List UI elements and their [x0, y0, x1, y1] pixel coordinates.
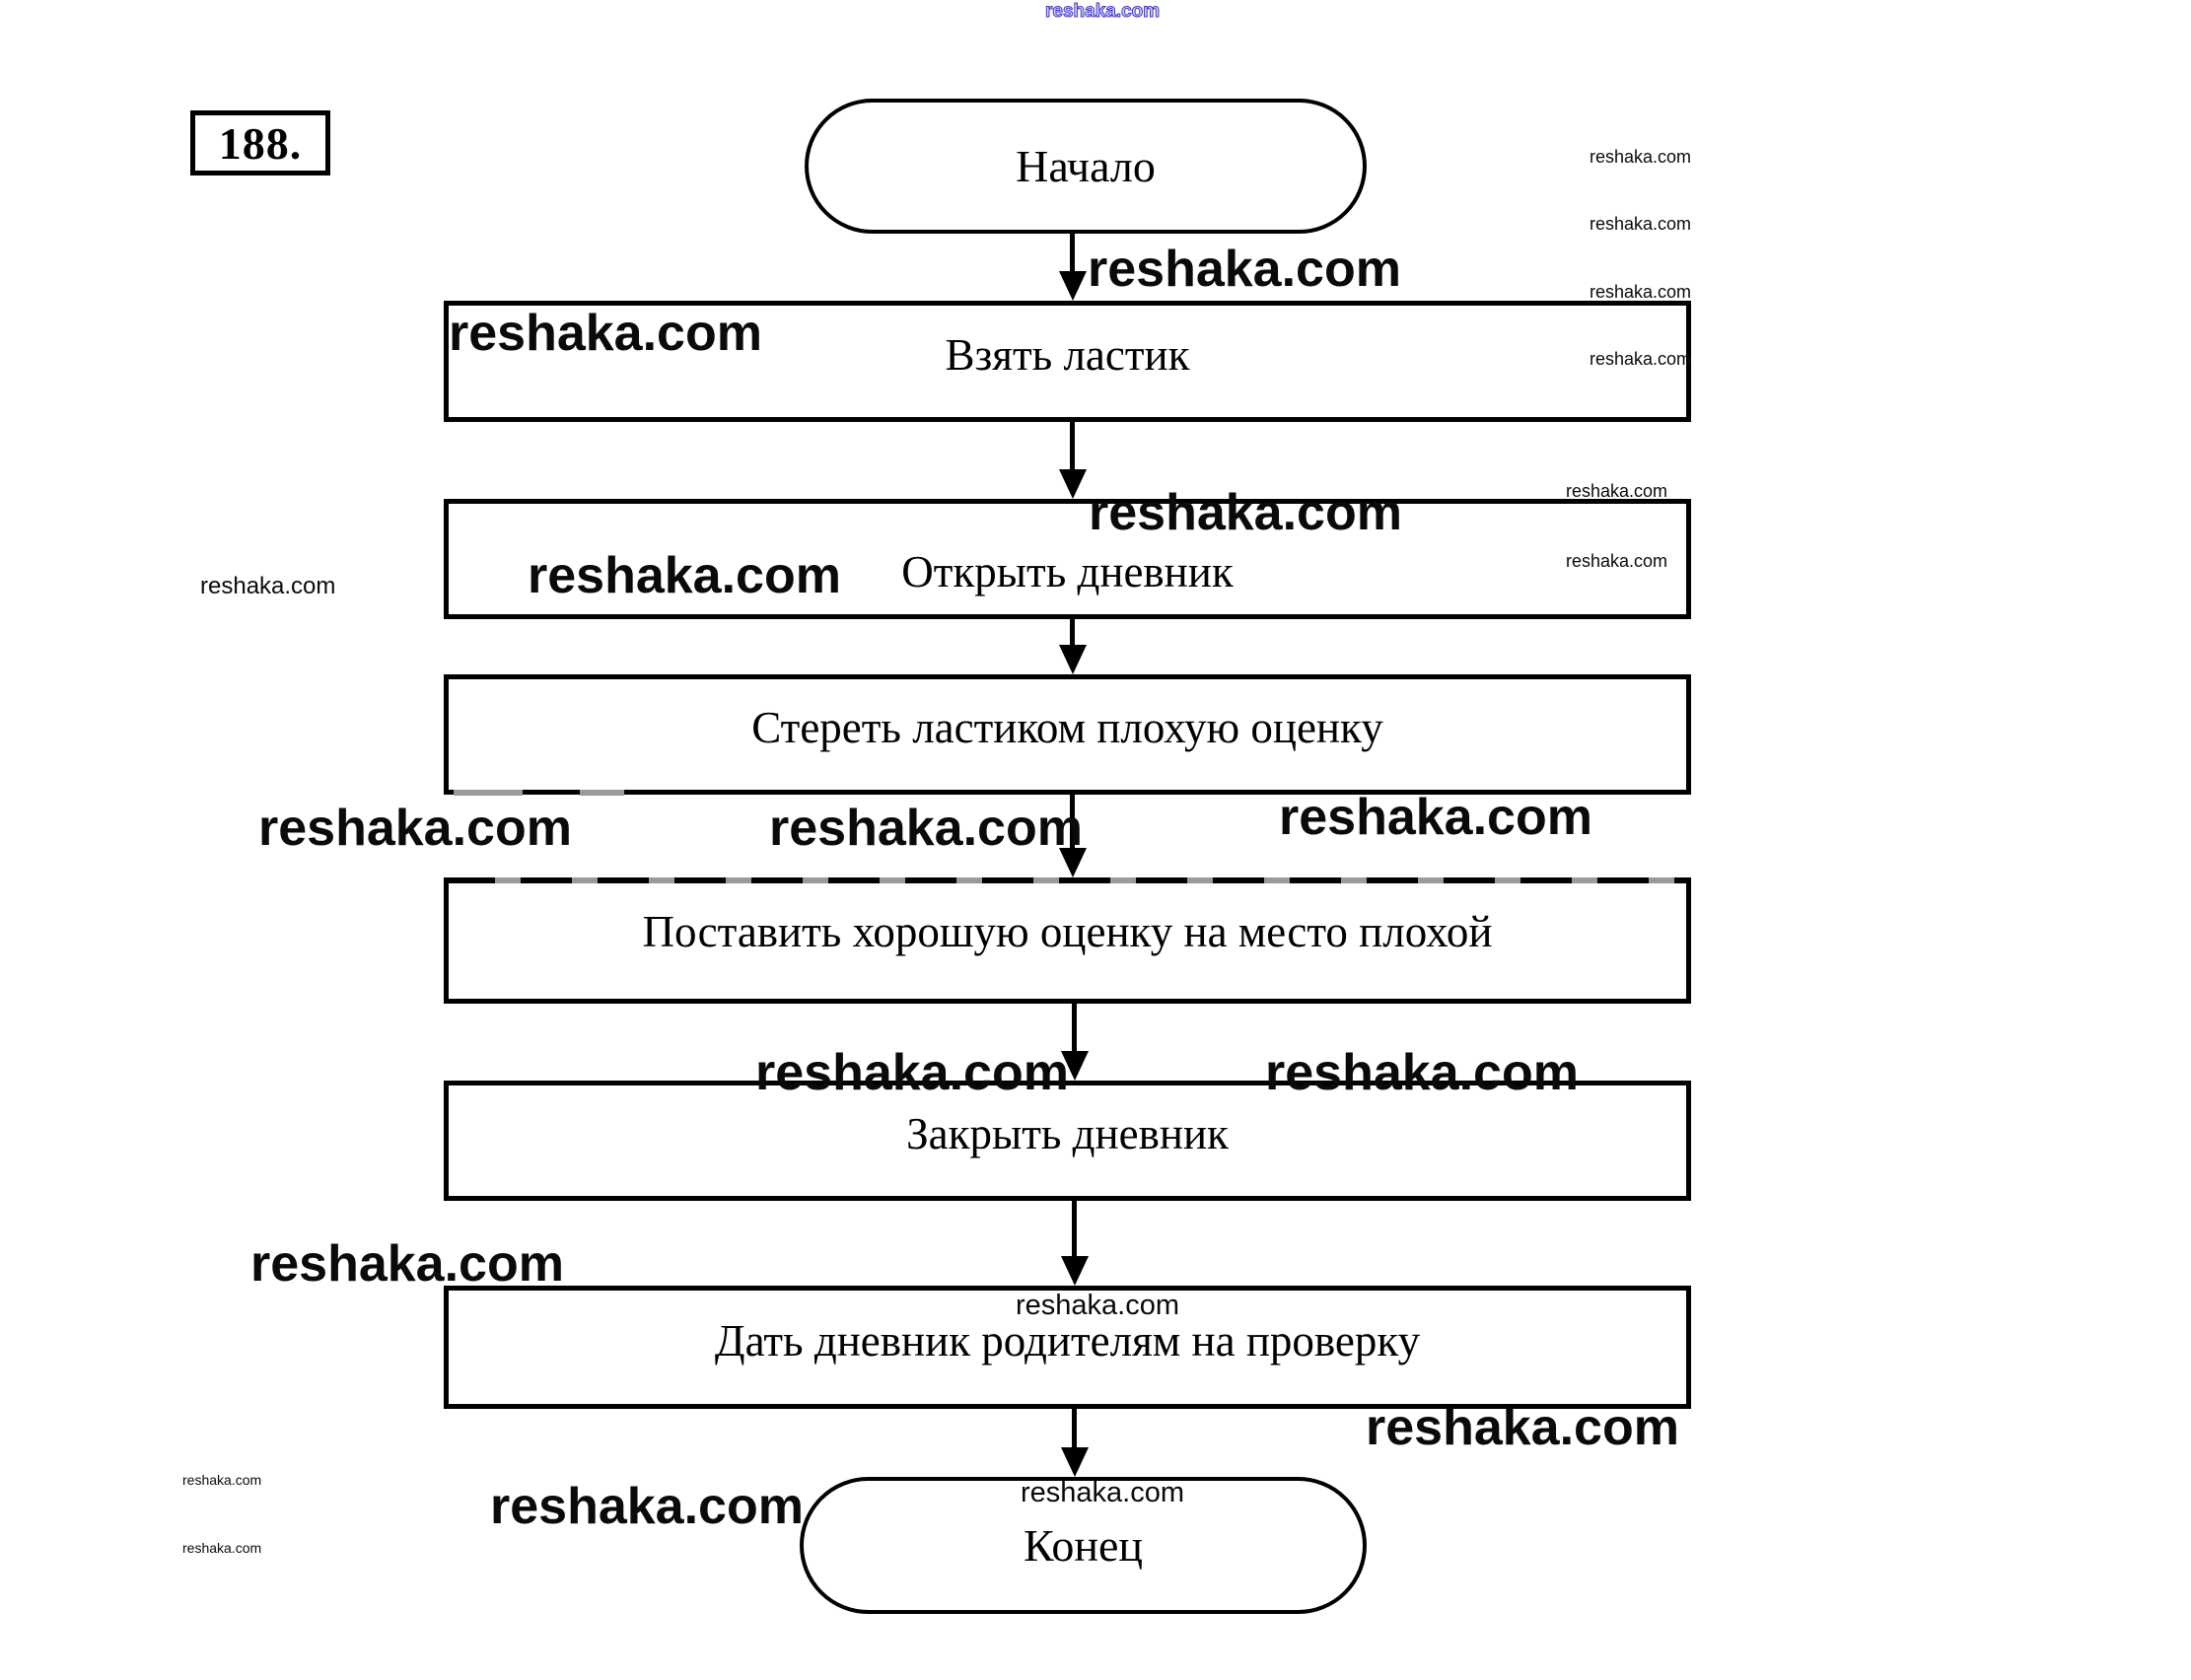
- watermark-text: reshaka.com: [200, 573, 336, 599]
- process-label-1: Взять ластик: [945, 329, 1190, 380]
- watermark-text: reshaka.com: [1088, 241, 1401, 298]
- process-label-2: Открыть дневник: [901, 547, 1234, 596]
- flow-arrow-1: [1059, 234, 1087, 301]
- watermark-text: reshaka.com: [182, 1540, 262, 1556]
- watermark-text: reshaka.com: [755, 1044, 1069, 1101]
- watermark-text: reshaka.com: [1566, 551, 1668, 571]
- watermark-text: reshaka.com: [258, 800, 572, 857]
- watermark-text: reshaka.com: [1590, 214, 1692, 234]
- watermark-text: reshaka.com: [182, 1472, 262, 1488]
- watermark-text: reshaka.com: [1566, 481, 1668, 501]
- process-label-6: Дать дневник родителям на проверку: [714, 1315, 1421, 1365]
- process-box-4: Поставить хорошую оценку на место плохой: [444, 877, 1691, 1004]
- watermark-text: reshaka.com: [528, 547, 841, 604]
- watermark-text: reshaka.com: [1590, 282, 1692, 302]
- watermark-text: reshaka.com: [1021, 1477, 1185, 1508]
- process-box-1: Взять ластик: [444, 301, 1691, 422]
- flow-arrow-6: [1061, 1201, 1089, 1286]
- watermark-text: reshaka.com: [1089, 484, 1402, 541]
- flow-arrow-2: [1059, 422, 1087, 499]
- process-box-5: Закрыть дневник: [444, 1081, 1691, 1201]
- watermark-text: reshaka.com: [1265, 1044, 1579, 1101]
- end-terminator: Конец: [800, 1477, 1367, 1614]
- flow-arrow-3: [1059, 619, 1087, 674]
- process-box-3: Стереть ластиком плохую оценку: [444, 674, 1691, 795]
- flow-arrow-5: [1061, 1004, 1089, 1081]
- start-terminator: Начало: [805, 99, 1367, 234]
- ghost-dash: [580, 790, 624, 796]
- process-label-5: Закрыть дневник: [906, 1109, 1229, 1158]
- watermark-text: reshaka.com: [1366, 1399, 1679, 1456]
- watermark-text: reshaka.com: [449, 305, 762, 362]
- watermark-text: reshaka.com: [769, 800, 1083, 857]
- task-number: 188.: [190, 110, 330, 175]
- flow-arrow-7: [1061, 1409, 1089, 1477]
- watermark-text: reshaka.com: [250, 1235, 564, 1293]
- watermark-text: reshaka.com: [1016, 1290, 1180, 1321]
- watermark-text: reshaka.com: [1590, 349, 1692, 369]
- process-label-4: Поставить хорошую оценку на место плохой: [642, 906, 1493, 956]
- watermark-text: reshaka.com: [1279, 789, 1592, 846]
- ghost-dash: [454, 790, 523, 796]
- start-label: Начало: [1016, 141, 1156, 191]
- flow-arrow-4: [1059, 795, 1087, 877]
- ghost-dashed-border: [444, 877, 1691, 883]
- watermark-text: reshaka.com: [1590, 147, 1692, 167]
- process-label-3: Стереть ластиком плохую оценку: [751, 703, 1383, 752]
- process-box-2: Открыть дневник: [444, 499, 1691, 619]
- watermark-text: reshaka.com: [490, 1478, 804, 1535]
- watermark-blue: reshaka.com: [1044, 1, 1161, 22]
- process-box-6: Дать дневник родителям на проверку: [444, 1286, 1691, 1409]
- end-label: Конец: [1023, 1520, 1144, 1571]
